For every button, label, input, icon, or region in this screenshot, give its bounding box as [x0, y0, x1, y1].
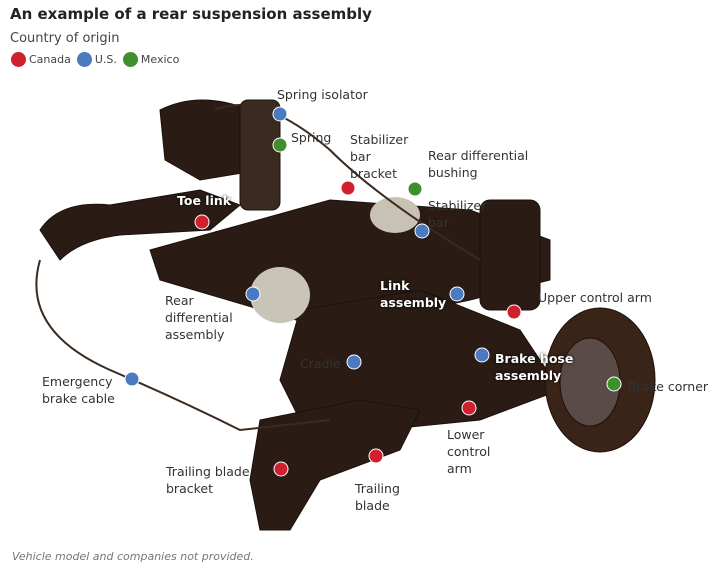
part-label: Upper control arm [538, 290, 652, 305]
part-marker [414, 223, 430, 239]
legend-label: U.S. [94, 53, 117, 66]
part-marker [606, 376, 622, 392]
part-label: Trailing blade bracket [166, 464, 250, 496]
part-label: Brake corner [628, 379, 709, 394]
part-marker [461, 400, 477, 416]
part-label: Stabilizer bar [428, 198, 487, 230]
part-label: Link assembly [380, 278, 447, 310]
footnote: Vehicle model and companies not provided… [12, 550, 254, 563]
part-marker [194, 214, 210, 230]
part-label: Trailing blade [355, 481, 400, 513]
part-marker [449, 286, 465, 302]
legend-title: Country of origin [10, 31, 120, 46]
part-label: Cradle [300, 356, 341, 371]
part-label: Brake hose assembly [495, 351, 574, 383]
part-label: Spring [291, 130, 332, 145]
part-marker [474, 347, 490, 363]
part-label: Rear differential assembly [165, 293, 233, 342]
part-marker [272, 106, 288, 122]
part-marker [124, 371, 140, 387]
legend-swatch-canada [11, 52, 26, 67]
part-marker [407, 181, 423, 197]
part-label: Stabilizer bar bracket [350, 132, 409, 181]
part-label: Spring isolator [277, 87, 368, 102]
legend-label: Mexico [140, 53, 180, 66]
part-marker [272, 137, 288, 153]
chart-title: An example of a rear suspension assembly [10, 5, 372, 23]
part-marker [506, 304, 522, 320]
part-marker [340, 180, 356, 196]
part-marker [346, 354, 362, 370]
part-label: Rear differential bushing [428, 148, 529, 180]
legend-label: Canada [29, 53, 71, 66]
part-label: Lower control arm [447, 427, 491, 476]
legend: Canada U.S. Mexico [11, 52, 185, 67]
legend-swatch-us [76, 52, 92, 67]
part-marker [273, 461, 289, 477]
legend-swatch-mexico [122, 52, 138, 67]
part-marker [245, 286, 261, 302]
part-label: Emergency brake cable [42, 374, 115, 406]
part-marker [368, 448, 384, 464]
part-label: Toe link [177, 193, 232, 208]
